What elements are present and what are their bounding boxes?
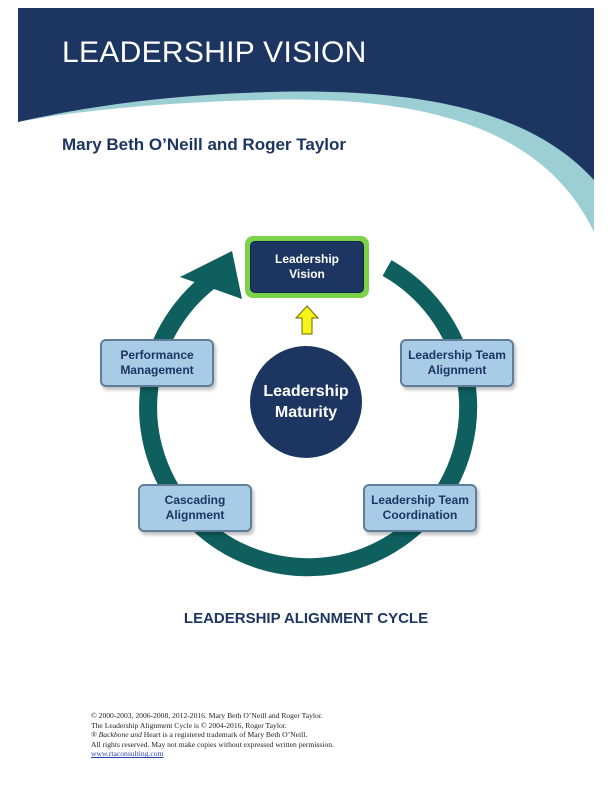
center-leadership-maturity: Leadership Maturity — [250, 346, 362, 458]
copyright-line: © 2000-2003, 2006-2008, 2012-2016. Mary … — [91, 711, 323, 720]
footer: © 2000-2003, 2006-2008, 2012-2016. Mary … — [91, 711, 334, 759]
node-label: Performance Management — [120, 348, 194, 377]
authors: Mary Beth O’Neill and Roger Taylor — [62, 135, 347, 154]
node-label: Leadership Team Alignment — [408, 348, 506, 377]
up-arrow — [294, 305, 320, 335]
website-link[interactable]: www.rtaconsulting.com — [91, 749, 164, 759]
trademark-suffix: Heart is a registered trademark of Mary … — [141, 730, 308, 740]
page-title: LEADERSHIP VISION — [62, 36, 367, 69]
trademark-line: ® Backbone and Heart is a registered tra… — [91, 730, 334, 740]
node-leadership-team-coordination: Leadership Team Coordination — [363, 484, 477, 532]
node-performance-management: Performance Management — [100, 339, 214, 387]
node-leadership-vision-label: Leadership Vision — [250, 241, 364, 293]
node-leadership-team-alignment: Leadership Team Alignment — [400, 339, 514, 387]
trademark-prefix: ® — [91, 730, 99, 740]
node-leadership-vision: Leadership Vision — [245, 236, 369, 298]
rights-line: All rights reserved. May not make copies… — [91, 739, 334, 749]
node-label: Leadership Team Coordination — [371, 493, 469, 522]
cycle-arrowhead — [180, 251, 242, 299]
diagram-caption: LEADERSHIP ALIGNMENT CYCLE — [183, 610, 429, 627]
trademark-italic: Backbone and — [98, 730, 142, 740]
copyright-cycle-line: The Leadership Alignment Cycle is © 2004… — [91, 720, 287, 730]
header-navy-band — [18, 8, 594, 180]
node-cascading-alignment: Cascading Alignment — [138, 484, 252, 532]
node-label: Cascading Alignment — [164, 493, 226, 522]
